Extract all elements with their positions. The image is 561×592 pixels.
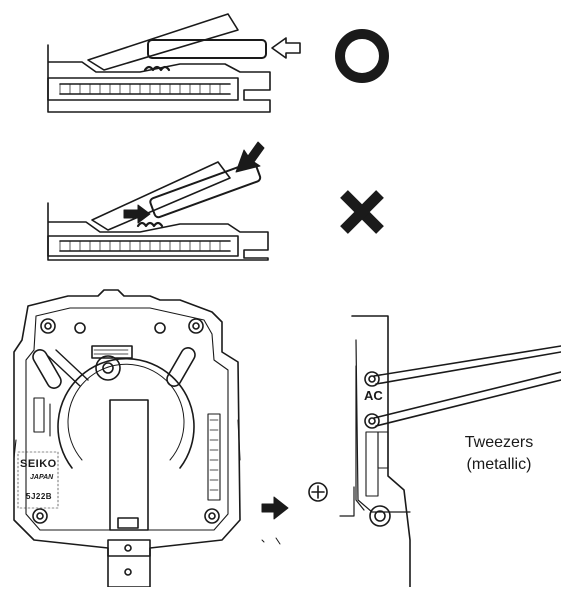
battery-cavity [57, 357, 195, 469]
base-tray [47, 77, 239, 101]
circle-o-icon [335, 29, 389, 83]
battery-clip-lever [91, 161, 231, 231]
brand-label: SEIKO [20, 458, 57, 470]
base-tray [47, 235, 239, 257]
movement-top-view [13, 289, 241, 588]
caliber-label: 5J22B [26, 492, 53, 501]
detail-frame [351, 315, 411, 588]
battery-clip-lever [87, 13, 239, 71]
center-wheel [95, 355, 121, 381]
tweezers [373, 345, 561, 427]
arrow-left-outline-icon [271, 37, 301, 59]
winding-stem-tab [107, 539, 151, 588]
ac-terminal-label: AC [364, 388, 383, 403]
contact-spring [143, 65, 171, 72]
ac-terminal-detail [308, 315, 561, 588]
arrow-right-small-filled-icon [123, 204, 151, 224]
movement-frame [13, 289, 241, 557]
tweezers-material-label: (metallic) [466, 456, 532, 473]
tweezers-label: Tweezers [464, 434, 534, 451]
ac-terminal-screw [364, 413, 380, 429]
base-plate [47, 202, 269, 261]
battery [147, 39, 267, 59]
battery [149, 161, 262, 219]
contact-spring [136, 221, 164, 228]
cross-x-icon [340, 190, 384, 234]
correct-insertion-panel [47, 13, 389, 113]
arrow-down-left-filled-icon [235, 141, 265, 173]
origin-label: JAPAN [30, 474, 54, 481]
arrow-right-filled-icon [261, 496, 289, 520]
ac-terminal-screw [364, 371, 380, 387]
battery-strap [109, 399, 149, 531]
base-plate [47, 44, 271, 113]
plus-screw [308, 482, 328, 502]
wrong-insertion-panel [47, 141, 384, 261]
